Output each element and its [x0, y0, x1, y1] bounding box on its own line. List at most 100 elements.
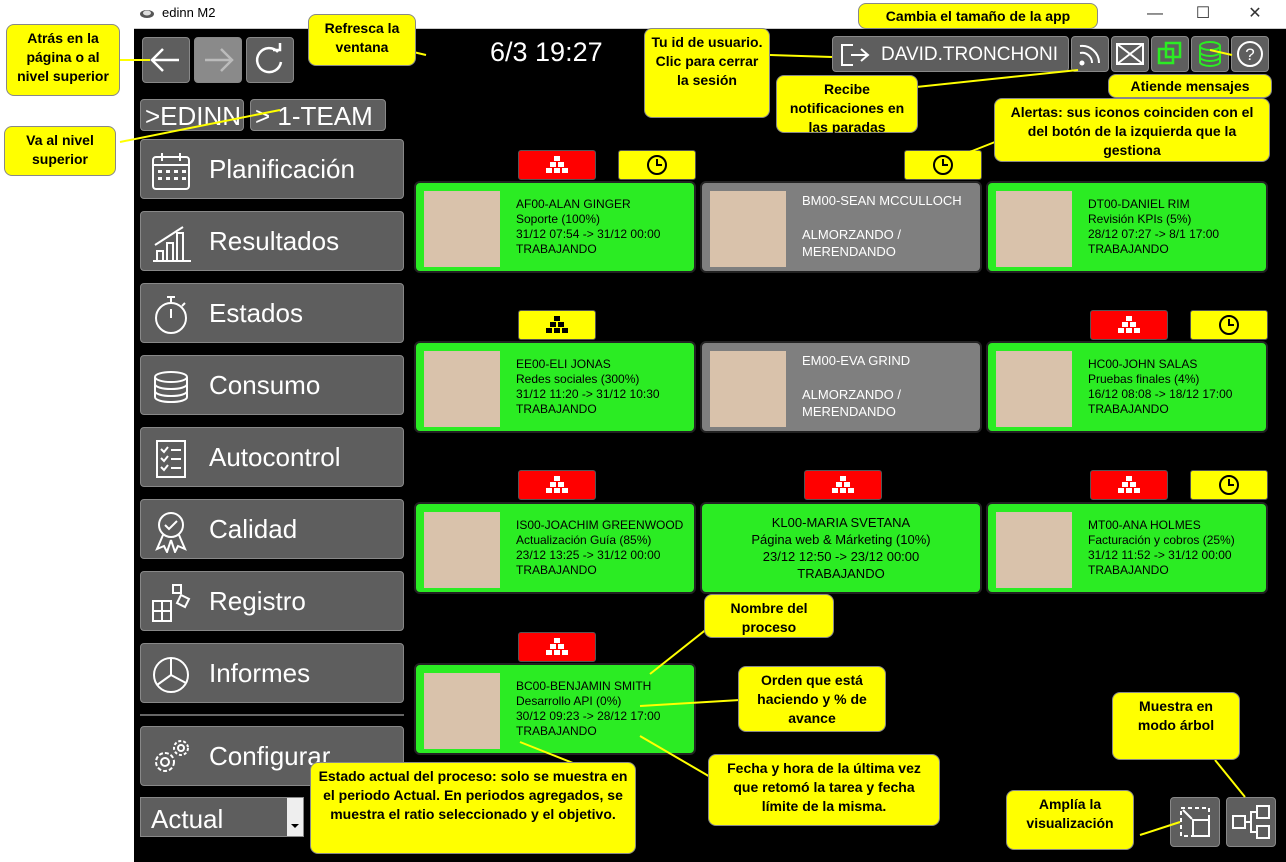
period-select[interactable]: Actual — [140, 797, 304, 837]
callout-state: Estado actual del proceso: solo se muest… — [310, 762, 636, 854]
bar-chart-icon — [153, 226, 191, 262]
app-window: edinn M2 — ☐ ✕ 6/3 19:27 DAVID.TRONCHONI — [134, 0, 1286, 862]
stopwatch-icon — [155, 296, 187, 334]
app-body: 6/3 19:27 DAVID.TRONCHONI ? >EDINN > 1-T… — [134, 29, 1286, 862]
registry-icon — [152, 584, 191, 622]
tree-view-button[interactable] — [1226, 797, 1276, 847]
alert-badge-yellow[interactable] — [1190, 470, 1268, 500]
arrow-left-icon — [150, 48, 179, 72]
callout-refresh: Refresca la ventana — [308, 14, 416, 66]
sidebar-item-label: Consumo — [209, 370, 321, 400]
breadcrumb-root[interactable]: >EDINN — [140, 99, 244, 131]
notifications-button[interactable] — [1071, 36, 1109, 72]
alert-badge-red[interactable] — [1090, 310, 1168, 340]
user-logout-button[interactable]: DAVID.TRONCHONI — [832, 36, 1069, 72]
sidebar-item-label: Informes — [209, 658, 311, 688]
card-text: EM00-EVA GRIND ALMORZANDO /MERENDANDO — [802, 353, 911, 419]
forward-button[interactable] — [194, 37, 242, 83]
avatar — [424, 512, 500, 588]
coins-icon — [154, 371, 188, 404]
help-icon: ? — [1237, 41, 1263, 67]
sidebar-item-resultados[interactable]: Resultados — [140, 211, 404, 271]
refresh-icon — [255, 43, 283, 74]
alert-badge-red[interactable] — [518, 470, 596, 500]
callout-zoom: Amplía la visualización — [1006, 790, 1134, 850]
sidebar-item-autocontrol[interactable]: Autocontrol — [140, 427, 404, 487]
callout-date: Fecha y hora de la última vez que retomó… — [708, 754, 940, 826]
sidebar-item-registro[interactable]: Registro — [140, 571, 404, 631]
callout-userid: Tu id de usuario. Clic para cerrar la se… — [644, 28, 770, 118]
alert-badge-yellow[interactable] — [1190, 310, 1268, 340]
database-button[interactable] — [1191, 36, 1229, 72]
avatar — [996, 512, 1072, 588]
avatar — [996, 351, 1072, 427]
alert-badge-red[interactable] — [518, 632, 596, 662]
process-card[interactable]: BM00-SEAN MCCULLOCH ALMORZANDO /MERENDAN… — [700, 181, 982, 273]
checklist-icon — [156, 440, 186, 478]
maximize-button[interactable]: ☐ — [1195, 5, 1211, 22]
clock-icon — [933, 155, 953, 175]
alert-badge-red[interactable] — [1090, 470, 1168, 500]
callout-tree: Muestra en modo árbol — [1112, 692, 1240, 760]
sidebar-item-planificacion[interactable]: Planificación — [140, 139, 404, 199]
boxes-icon — [1118, 476, 1140, 493]
boxes-icon — [546, 638, 568, 655]
app-logo-icon — [140, 10, 154, 18]
close-button[interactable]: ✕ — [1248, 5, 1262, 22]
minimize-button[interactable]: — — [1147, 5, 1163, 22]
sidebar-item-consumo[interactable]: Consumo — [140, 355, 404, 415]
alert-badge-red[interactable] — [518, 150, 596, 180]
callout-resize: Cambia el tamaño de la app — [858, 3, 1098, 29]
avatar — [710, 351, 786, 427]
sidebar-item-label: Planificación — [209, 154, 355, 184]
resize-button[interactable] — [1151, 36, 1189, 72]
avatar — [424, 191, 500, 267]
refresh-button[interactable] — [246, 37, 294, 83]
alert-badge-yellow[interactable] — [618, 150, 696, 180]
logout-icon — [841, 44, 870, 66]
arrow-right-icon — [205, 48, 234, 72]
breadcrumb-team[interactable]: > 1-TEAM — [250, 99, 386, 131]
sidebar-divider — [140, 714, 404, 716]
pie-chart-icon — [153, 657, 189, 693]
sidebar-item-estados[interactable]: Estados — [140, 283, 404, 343]
boxes-icon — [546, 476, 568, 493]
svg-text:?: ? — [1245, 45, 1254, 64]
sidebar-item-calidad[interactable]: Calidad — [140, 499, 404, 559]
avatar — [424, 351, 500, 427]
callout-alerts: Alertas: sus iconos coinciden con el del… — [994, 98, 1270, 162]
boxes-icon — [546, 316, 568, 333]
envelope-icon — [1116, 43, 1144, 65]
alert-badge-red[interactable] — [804, 470, 882, 500]
callout-messages: Atiende mensajes — [1108, 74, 1272, 98]
sidebar-item-informes[interactable]: Informes — [140, 643, 404, 703]
alert-badge-yellow[interactable] — [904, 150, 982, 180]
callout-process: Nombre del proceso — [704, 594, 834, 638]
avatar — [996, 191, 1072, 267]
avatar — [710, 191, 786, 267]
alert-badge-yellow[interactable] — [518, 310, 596, 340]
user-id: DAVID.TRONCHONI — [881, 44, 1058, 65]
window-title: edinn M2 — [162, 5, 216, 20]
chevron-down-icon[interactable] — [287, 798, 303, 836]
resize-icon — [1157, 41, 1182, 65]
messages-button[interactable] — [1111, 36, 1149, 72]
process-card[interactable]: EM00-EVA GRIND ALMORZANDO /MERENDANDO — [700, 341, 982, 433]
sidebar-item-label: Estados — [209, 298, 303, 328]
sidebar-item-label: Registro — [209, 586, 306, 616]
tree-icon — [1232, 805, 1270, 839]
